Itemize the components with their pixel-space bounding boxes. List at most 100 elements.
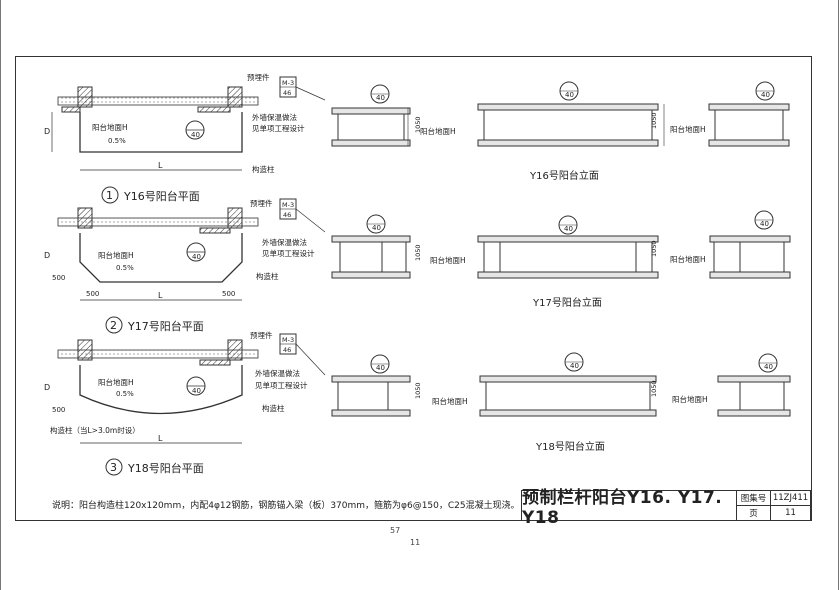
outer-edge-left: [0, 0, 1, 590]
elev-y18-ref-right-text: 40: [764, 363, 773, 371]
plan-y18-column-left: [77, 339, 93, 361]
plan-y17-floor-level: 阳台地面H: [98, 250, 134, 260]
page-label: 页: [737, 505, 771, 520]
elev-y17-ref-right-text: 40: [760, 220, 769, 228]
plan-y16-embed-label: 预埋件: [247, 72, 270, 82]
elev-y18-title: Y18号阳台立面: [535, 440, 605, 453]
elev-y16-left-cap: [331, 107, 411, 115]
plan-y16-column-label: 构造柱: [252, 164, 275, 174]
elev-y16-mid-panel: [483, 109, 653, 141]
plan-y16-num-circle: [101, 186, 119, 204]
plan-y17-dim-500-left: 500: [86, 290, 99, 298]
elev-y17-right-panel-a: [713, 241, 741, 273]
elev-y18-right-base: [717, 409, 791, 417]
plan-y17: [57, 207, 259, 334]
elev-y17-mid-panel: [499, 241, 637, 273]
plan-y17-slope: 0.5%: [116, 264, 134, 272]
elev-y16-right-cap: [708, 103, 790, 111]
elev-y16-floor-b: 阳台地面H: [670, 124, 706, 134]
plan-y16-dim-l: L: [158, 161, 163, 170]
plan-y18-dim-d: D: [44, 383, 50, 392]
elev-y16-ref-mid-text: 40: [565, 91, 574, 99]
plan-y17-column-left: [77, 207, 93, 229]
plan-y16-dim-d: D: [44, 127, 50, 136]
elev-y17-mid-base: [477, 271, 659, 279]
plan-y16-slope: 0.5%: [108, 137, 126, 145]
plan-y18-m3-bottom: 46: [283, 346, 291, 354]
atlas-label: 图集号: [737, 491, 771, 506]
plan-y18-embed-label: 预埋件: [250, 330, 273, 340]
elev-y18-right-panel: [739, 381, 785, 411]
elev-y16-floor-a: 阳台地面H: [420, 126, 456, 136]
plan-y18-column-right: [227, 339, 243, 361]
plan-y18-ref-40: 40: [192, 387, 201, 395]
plan-y17-ins-label-2: 见单项工程设计: [262, 248, 315, 258]
drawing-frame: [15, 56, 812, 521]
plan-y18-ins-label-1: 外墙保温做法: [255, 368, 300, 378]
plan-y16-m3-top: M-3: [282, 79, 294, 87]
plan-y17-num-circle: [105, 316, 123, 334]
elev-y18-mid-cap: [479, 375, 657, 383]
elev-y17-left-base: [331, 271, 411, 279]
title-block-grid: 图集号 11ZJ411 页 11: [737, 491, 810, 520]
plan-y18-floor-level: 阳台地面H: [98, 377, 134, 387]
plan-y16-ins-right: [197, 106, 231, 113]
plan-y17-m3-bottom: 46: [283, 211, 291, 219]
plan-y16-ins-left: [61, 106, 81, 113]
page-value: 11: [785, 507, 796, 518]
plan-y18-ins-right: [199, 359, 231, 366]
plan-y18: [57, 339, 259, 476]
plan-y17-dim-500-right: 500: [222, 290, 235, 298]
plan-y17-m3-top: M-3: [282, 201, 294, 209]
plan-y18-ins-label-2: 见单项工程设计: [255, 380, 308, 390]
elev-y17-left-panel-a: [339, 241, 383, 273]
plan-y17-ref-40: 40: [192, 253, 201, 261]
elev-y17-dim-1050-b: 1050: [650, 240, 658, 257]
plan-y18-m3-top: M-3: [282, 336, 294, 344]
plan-y16-column-right: [227, 86, 243, 108]
elev-y17-mid-cap: [477, 235, 659, 243]
elev-y17-right-cap: [709, 235, 791, 243]
plan-y16-leader: [295, 86, 326, 101]
elev-y16-mid-cap: [477, 103, 659, 111]
plan-y17-num: 2: [110, 319, 117, 332]
elev-y16-right-base: [708, 139, 790, 147]
plan-y17-title: Y17号阳台平面: [127, 319, 204, 333]
plan-y16-num: 1: [106, 189, 113, 202]
plan-y18-railing: [79, 365, 243, 415]
plan-y17-leader: [295, 208, 326, 233]
plan-y17-dim-500-v: 500: [52, 274, 65, 282]
elev-y16-title: Y16号阳台立面: [529, 169, 599, 182]
plan-y17-column-right: [227, 207, 243, 229]
elev-y18-mid-panel: [485, 381, 651, 411]
plan-y18-slope: 0.5%: [116, 390, 134, 398]
plan-y17-railing: [79, 233, 243, 283]
elev-y18-ref-mid-text: 40: [570, 362, 579, 370]
elev-y18-left-cap: [331, 375, 411, 383]
elev-y18-right-cap: [717, 375, 791, 383]
elev-y17-ref-mid-text: 40: [564, 225, 573, 233]
plan-y18-dim-l: L: [158, 434, 163, 443]
elev-y18-ref-left-text: 40: [376, 364, 385, 372]
elev-y17-right-panel-b: [739, 241, 785, 273]
elev-y18-mid-base: [479, 409, 657, 417]
elev-y16-left-base: [331, 139, 411, 147]
plan-y17-ins-label-1: 外墙保温做法: [262, 237, 307, 247]
plan-y16-ins-label-1: 外墙保温做法: [252, 112, 297, 122]
plan-y18-wall: [57, 349, 259, 359]
elev-y18-left-base: [331, 409, 411, 417]
elev-y16-dim-1050-b: 1050: [650, 112, 658, 129]
plan-y16-ins-label-2: 见单项工程设计: [252, 123, 305, 133]
elev-y18-floor-a: 阳台地面H: [432, 396, 468, 406]
plan-y17-dim-l: L: [158, 291, 163, 300]
plan-y17-embed-label: 预埋件: [250, 198, 273, 208]
page-number-top: 57: [390, 526, 401, 535]
plan-y18-dim-500: 500: [52, 406, 65, 414]
elev-y17-dim-1050-a: 1050: [414, 244, 422, 261]
design-note: 说明：阳台构造柱120x120mm，内配4φ12钢筋，钢筋锚入梁（板）370mm…: [52, 501, 520, 511]
plan-y18-title: Y18号阳台平面: [127, 461, 204, 475]
elev-y17-title: Y17号阳台立面: [532, 296, 602, 309]
plan-y16-column-left: [77, 86, 93, 108]
title-block: 预制栏杆阳台Y16. Y17. Y18 图集号 11ZJ411 页 11: [521, 488, 811, 528]
